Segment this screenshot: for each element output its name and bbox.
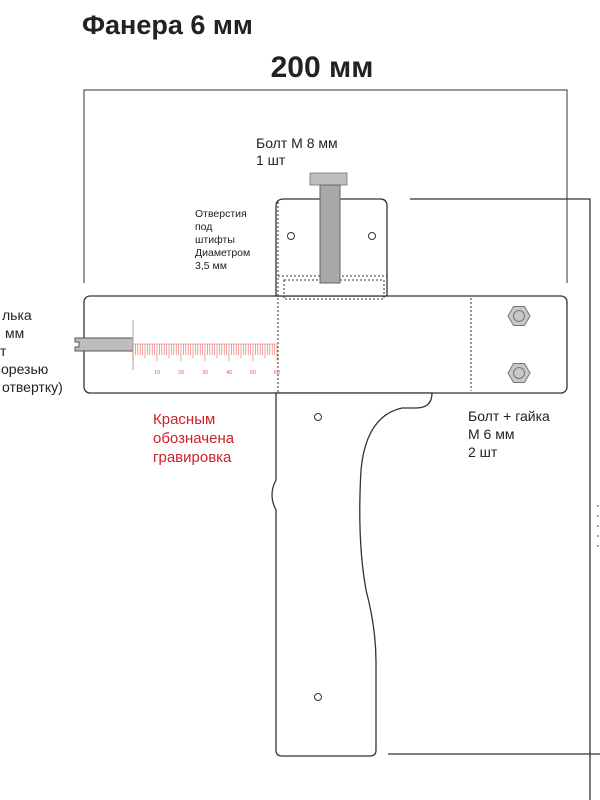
handle [271, 392, 433, 757]
engraved-scale [132, 343, 278, 361]
dimension-bracket [83, 89, 568, 283]
note-line: мм [5, 325, 24, 341]
note-line: орезью [1, 361, 48, 377]
note-line: т [0, 343, 7, 359]
pin-hole [368, 232, 376, 240]
note-line: гравировка [153, 449, 232, 466]
material-title: Фанера 6 мм [82, 10, 253, 40]
engraving-note: Красным обозначена гравировка [153, 411, 235, 466]
rod-note: лька мм т орезью отвертку) [0, 307, 63, 395]
scale-label: 40 [226, 370, 232, 376]
note-line: 2 шт [468, 444, 498, 460]
scale-labels: 10 20 30 40 50 60 [154, 370, 280, 376]
note-line: Красным [153, 411, 215, 428]
pin-hole [287, 232, 295, 240]
scale-label: 30 [202, 370, 208, 376]
mount-hole [314, 413, 322, 421]
note-line: штифты [195, 234, 235, 246]
scale-label: 10 [154, 370, 160, 376]
scale-label: 50 [250, 370, 256, 376]
note-line: обозначена [153, 430, 235, 447]
note-line: Диаметром [195, 247, 250, 259]
bolt-m8-icon [309, 172, 348, 284]
bolt-m8-label: Болт М 8 мм [256, 135, 338, 151]
note-line: под [195, 221, 212, 233]
hex-nut-icon [507, 306, 531, 326]
scale-label: 60 [274, 370, 280, 376]
mount-hole [314, 693, 322, 701]
threaded-rod-icon [74, 337, 134, 352]
scale-label: 20 [178, 370, 184, 376]
hex-nut-icon [507, 363, 531, 383]
note-line: Отверстия [195, 208, 247, 220]
note-line: отвертку) [2, 379, 63, 395]
note-line: Болт + гайка [468, 408, 550, 424]
bolt-m8-qty: 1 шт [256, 152, 286, 168]
note-line: лька [2, 307, 32, 323]
pin-holes-note: Отверстия под штифты Диаметром 3,5 мм [195, 208, 250, 272]
width-dimension-label: 200 мм [271, 51, 374, 84]
bolt-nut-note: Болт + гайка М 6 мм 2 шт [468, 408, 550, 460]
note-line: М 6 мм [468, 426, 514, 442]
note-line: 3,5 мм [195, 260, 227, 272]
adjacent-part-outline [410, 198, 591, 800]
horizontal-bar [83, 295, 568, 394]
